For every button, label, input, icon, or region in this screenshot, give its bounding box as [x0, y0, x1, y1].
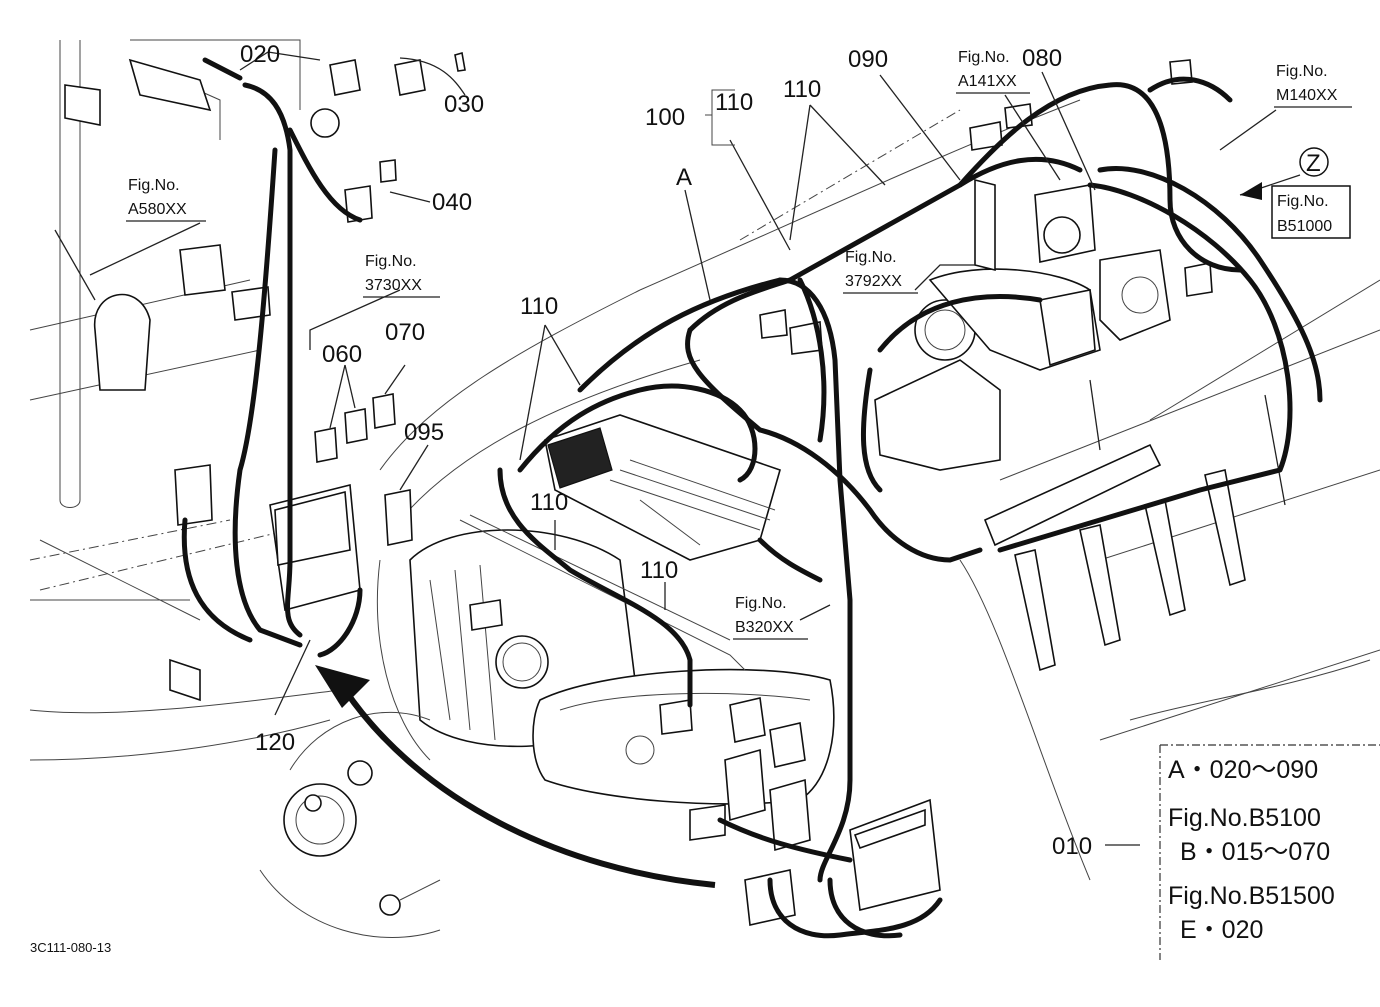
callout-080: 080 — [1022, 45, 1062, 72]
drawing-code: 3C111-080-13 — [30, 940, 111, 955]
callout-Z-circle — [1299, 147, 1329, 177]
callout-040: 040 — [432, 189, 472, 216]
callout-110-d: 110 — [715, 89, 753, 116]
fig-label-3730: Fig.No. — [365, 253, 417, 270]
components — [54, 51, 1286, 926]
callout-060: 060 — [322, 341, 362, 368]
callout-070: 070 — [385, 319, 425, 346]
callout-100: 100 — [645, 104, 685, 131]
legend-line-2: Fig.No.B5100 — [1168, 804, 1321, 832]
callout-110-e: 110 — [783, 76, 821, 103]
fig-label-a141: Fig.No. — [958, 49, 1010, 66]
fig-ref-3792: 3792XX — [845, 273, 902, 290]
fig-label-3792: Fig.No. — [845, 249, 897, 266]
legend-line-1: A・020～090 — [1168, 756, 1318, 784]
fig-label-b51000: Fig.No. — [1277, 193, 1329, 210]
callout-030: 030 — [444, 91, 484, 118]
direction-arrow — [315, 665, 716, 888]
fig-ref-b320: B320XX — [735, 619, 794, 636]
fig-ref-b51000: B51000 — [1277, 218, 1332, 235]
legend-line-4: Fig.No.B51500 — [1168, 882, 1335, 910]
fig-label-m140: Fig.No. — [1276, 63, 1328, 80]
fig-ref-a141: A141XX — [958, 73, 1017, 90]
callout-090: 090 — [848, 46, 888, 73]
fig-ref-a580: A580XX — [128, 201, 187, 218]
figure-references: Fig.No. A580XX Fig.No. 3730XX Fig.No. A1… — [126, 49, 1352, 640]
fig-label-b320: Fig.No. — [735, 595, 787, 612]
fig-ref-m140: M140XX — [1276, 87, 1338, 104]
callout-110-c: 110 — [640, 557, 678, 584]
fig-box-b51000 — [1271, 185, 1351, 239]
callout-110-b: 110 — [530, 489, 568, 516]
callout-010: 010 — [1052, 833, 1092, 860]
callout-110-a: 110 — [520, 293, 558, 320]
callout-120: 120 — [255, 729, 295, 756]
wiring-harness — [181, 57, 1323, 939]
callout-A: A — [676, 164, 692, 191]
fig-label-a580: Fig.No. — [128, 177, 180, 194]
legend-box: A・020～090 Fig.No.B5100 B・015～070 Fig.No.… — [1159, 744, 1380, 960]
fig-ref-3730: 3730XX — [365, 277, 422, 294]
callout-Z: Z — [1306, 150, 1321, 177]
legend-line-3: B・015～070 — [1180, 838, 1330, 866]
callout-labels: 020 030 040 060 070 095 120 110 110 110 … — [240, 41, 1329, 860]
callout-020: 020 — [240, 41, 280, 68]
legend-line-5: E・020 — [1180, 916, 1263, 944]
callout-095: 095 — [404, 419, 444, 446]
leader-lines — [89, 51, 1301, 846]
